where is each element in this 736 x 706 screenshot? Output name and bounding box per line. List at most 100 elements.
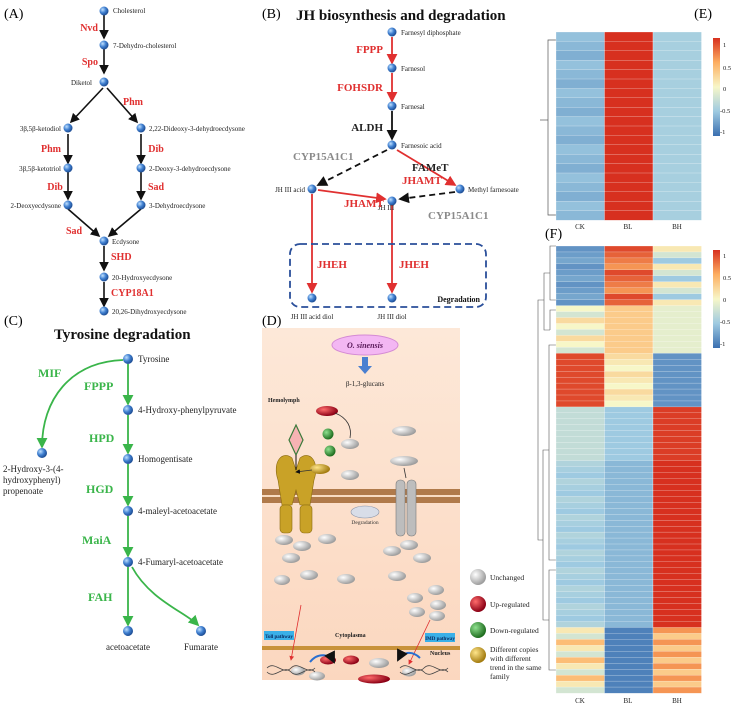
arrow [317, 189, 387, 204]
heatmap-cell [555, 210, 605, 221]
glucan-label: β-1,3-glucans [346, 380, 385, 388]
heatmap-cell [604, 555, 654, 563]
pgrp-receptor [395, 479, 417, 537]
node-label: 2-Deoxyecdysone [10, 202, 61, 210]
cytoplasma-label: Cytoplasma [335, 633, 366, 639]
heatmap-cell [652, 525, 702, 533]
heatmap-cell [604, 442, 654, 450]
legend-swatch-up [470, 596, 486, 612]
heatmap-cell [652, 323, 702, 330]
heatmap-cell [652, 353, 702, 360]
panel-f: (F) CK BL BH 1 0.5 0 -0.5 -1 [537, 227, 731, 705]
column-label: CK [575, 223, 585, 231]
heatmap-cell [652, 531, 702, 539]
heatmap-cell [652, 454, 702, 461]
heatmap-cell [604, 263, 654, 271]
node-jh-iii [387, 196, 397, 206]
heatmap-cell [555, 484, 605, 491]
legend-label: Up-regulated [490, 600, 530, 609]
heatmap-cell [604, 502, 654, 509]
heatmap-cell [652, 382, 702, 390]
imd-pathway-label: IMD pathway [425, 637, 455, 642]
node-label: JH III diol [377, 313, 406, 321]
panel-d-label: (D) [262, 314, 282, 329]
heatmap-cell [652, 251, 702, 259]
heatmap-cell [604, 525, 654, 533]
node-7-dehydrocholesterol [99, 40, 109, 50]
heatmap-cell [604, 144, 654, 155]
heatmap-cell [604, 549, 654, 557]
heatmap-cell [555, 41, 605, 52]
heatmap-cell [555, 388, 605, 396]
column-label: BL [624, 697, 633, 705]
heatmap-cell [604, 78, 654, 89]
heatmap-cell [555, 567, 605, 575]
node-label: 2,22-Dideoxy-3-dehydroecdysone [149, 125, 245, 133]
node-ketodiol [63, 123, 73, 133]
panel-b: (B) JH biosynthesis and degradation Degr… [262, 7, 519, 321]
heatmap-cell [604, 60, 654, 71]
heatmap-cell [604, 353, 654, 360]
heatmap-cell [604, 490, 654, 497]
heatmap-cell [555, 442, 605, 450]
heatmap-cell [604, 347, 654, 354]
heatmap-cell [652, 359, 702, 366]
legend-swatch-unchanged [470, 569, 486, 585]
heatmap-cell [555, 621, 605, 628]
node-label: Cholesterol [113, 7, 145, 15]
heatmap-cell [604, 257, 654, 265]
heatmap-cell [652, 615, 702, 622]
heatmap-cell [604, 305, 654, 312]
scale-tick: -1 [720, 341, 725, 348]
heatmap-cell [604, 210, 654, 221]
heatmap-cell [555, 525, 605, 533]
heatmap-cell [652, 508, 702, 515]
panel-b-title: JH biosynthesis and degradation [296, 8, 506, 24]
node-3-dehydroecdysone [136, 200, 146, 210]
heatmap-cell [604, 341, 654, 348]
toll-receptor [275, 455, 317, 534]
heatmap-cell [555, 154, 605, 165]
heatmap-cell [604, 97, 654, 108]
heatmap-cell [652, 680, 702, 688]
heatmap-cell [652, 549, 702, 557]
heatmap-cell [604, 621, 654, 628]
heatmap-cell [555, 323, 605, 330]
heatmap-cell [652, 669, 702, 676]
heatmap-cell [652, 585, 702, 593]
arrow [107, 208, 142, 238]
node-label: 2-Hydroxy-3-(4- [3, 464, 63, 474]
arrow [36, 359, 124, 449]
spaetzle-icon [288, 423, 304, 470]
heatmap-cell [652, 424, 702, 432]
dendrogram [537, 245, 556, 671]
heatmap-cell [555, 633, 605, 640]
panel-c-label: (C) [4, 314, 23, 329]
enzyme-fppp: FPPP [84, 379, 113, 393]
transcription-arrow [397, 648, 421, 662]
heatmap-cell [604, 460, 654, 467]
heatmap-cell [604, 472, 654, 479]
heatmap-cell [652, 472, 702, 479]
heatmap-cell [604, 275, 654, 283]
heatmap-cell [652, 436, 702, 444]
heatmap-cell [604, 484, 654, 491]
heatmap-f [555, 245, 702, 694]
legend-label: family [490, 672, 510, 681]
toll-pathway-label: Toll pathway [265, 635, 293, 640]
heatmap-cell [555, 317, 605, 324]
heatmap-cell [652, 627, 702, 634]
heatmap-cell [604, 454, 654, 461]
node-label: propenoate [3, 486, 43, 496]
heatmap-cell [555, 674, 605, 682]
heatmap-cell [555, 116, 605, 127]
heatmap-cell [604, 359, 654, 366]
enzyme-fohsdr: FOHSDR [337, 82, 384, 94]
node-label: JH III [378, 204, 395, 212]
heatmap-cell [604, 287, 654, 295]
heatmap-cell [604, 686, 654, 694]
node-label: 2-Deoxy-3-dehydroecdysone [149, 165, 231, 173]
node-label: Farnesoic acid [401, 142, 442, 150]
node-label: Farnesal [401, 103, 425, 111]
node-label: 3-Dehydroecdysone [149, 202, 205, 210]
